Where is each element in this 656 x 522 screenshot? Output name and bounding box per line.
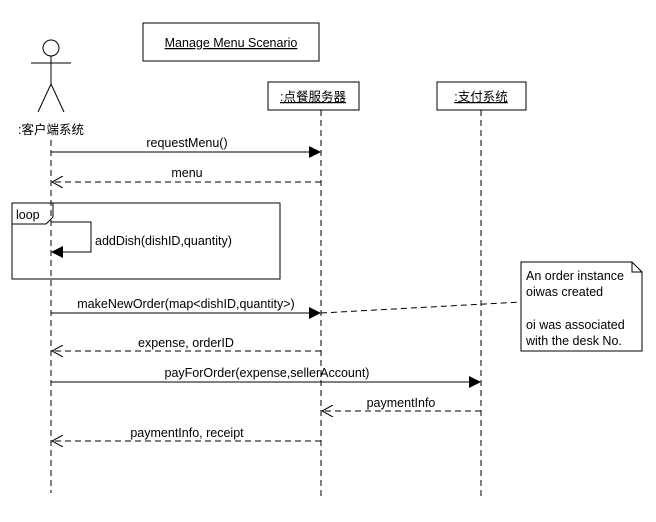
diagram-title: Manage Menu Scenario — [142, 22, 320, 62]
message-label: payForOrder(expense,sellerAccount) — [165, 366, 370, 380]
message-request-menu: requestMenu() — [51, 136, 321, 158]
message-label: requestMenu() — [146, 136, 227, 150]
note-line: oiwas created — [526, 285, 603, 299]
actor-label: :客户端系统 — [18, 122, 84, 137]
message-label: expense, orderID — [138, 336, 234, 350]
note-anchor-line — [320, 301, 522, 314]
message-label: addDish(dishID,quantity) — [95, 234, 232, 248]
note-fold — [631, 262, 642, 273]
message-add-dish: addDish(dishID,quantity) — [51, 221, 232, 258]
participant-box — [267, 81, 360, 111]
message-expense-reply: expense, orderID — [52, 336, 321, 351]
note: An order instance oiwas created oi was a… — [520, 261, 643, 352]
message-pay-for-order: payForOrder(expense,sellerAccount) — [51, 366, 481, 388]
loop-fragment: loop — [11, 202, 281, 280]
actor-leg-right — [50, 83, 65, 113]
message-label: paymentInfo — [367, 396, 436, 410]
actor-leg-left — [37, 83, 52, 113]
participant-label: :支付系统 — [454, 90, 507, 104]
message-menu-reply: menu — [52, 166, 321, 182]
note-line: An order instance — [526, 269, 624, 283]
participant-server: :点餐服务器 — [267, 81, 360, 111]
participant-payment: :支付系统 — [436, 81, 527, 111]
fragment-frame — [11, 202, 281, 280]
title-box — [142, 22, 320, 62]
title-text: Manage Menu Scenario — [165, 36, 298, 50]
participant-box — [436, 81, 527, 111]
message-make-new-order: makeNewOrder(map<dishID,quantity>) — [51, 297, 321, 319]
message-label: menu — [171, 166, 202, 180]
self-message-arrow — [51, 221, 92, 258]
message-payment-info-reply: paymentInfo — [322, 396, 481, 411]
actor-head — [42, 39, 60, 57]
actor-client: :客户端系统 — [18, 39, 84, 137]
fragment-operator-tab — [12, 202, 54, 225]
fragment-operator: loop — [16, 208, 40, 222]
note-shape — [520, 261, 643, 352]
note-line: with the desk No. — [525, 334, 622, 348]
message-label: paymentInfo, receipt — [130, 426, 244, 440]
participant-label: :点餐服务器 — [280, 89, 346, 104]
message-label: makeNewOrder(map<dishID,quantity>) — [77, 297, 294, 311]
message-receipt-reply: paymentInfo, receipt — [52, 426, 321, 441]
note-line: oi was associated — [526, 318, 625, 332]
